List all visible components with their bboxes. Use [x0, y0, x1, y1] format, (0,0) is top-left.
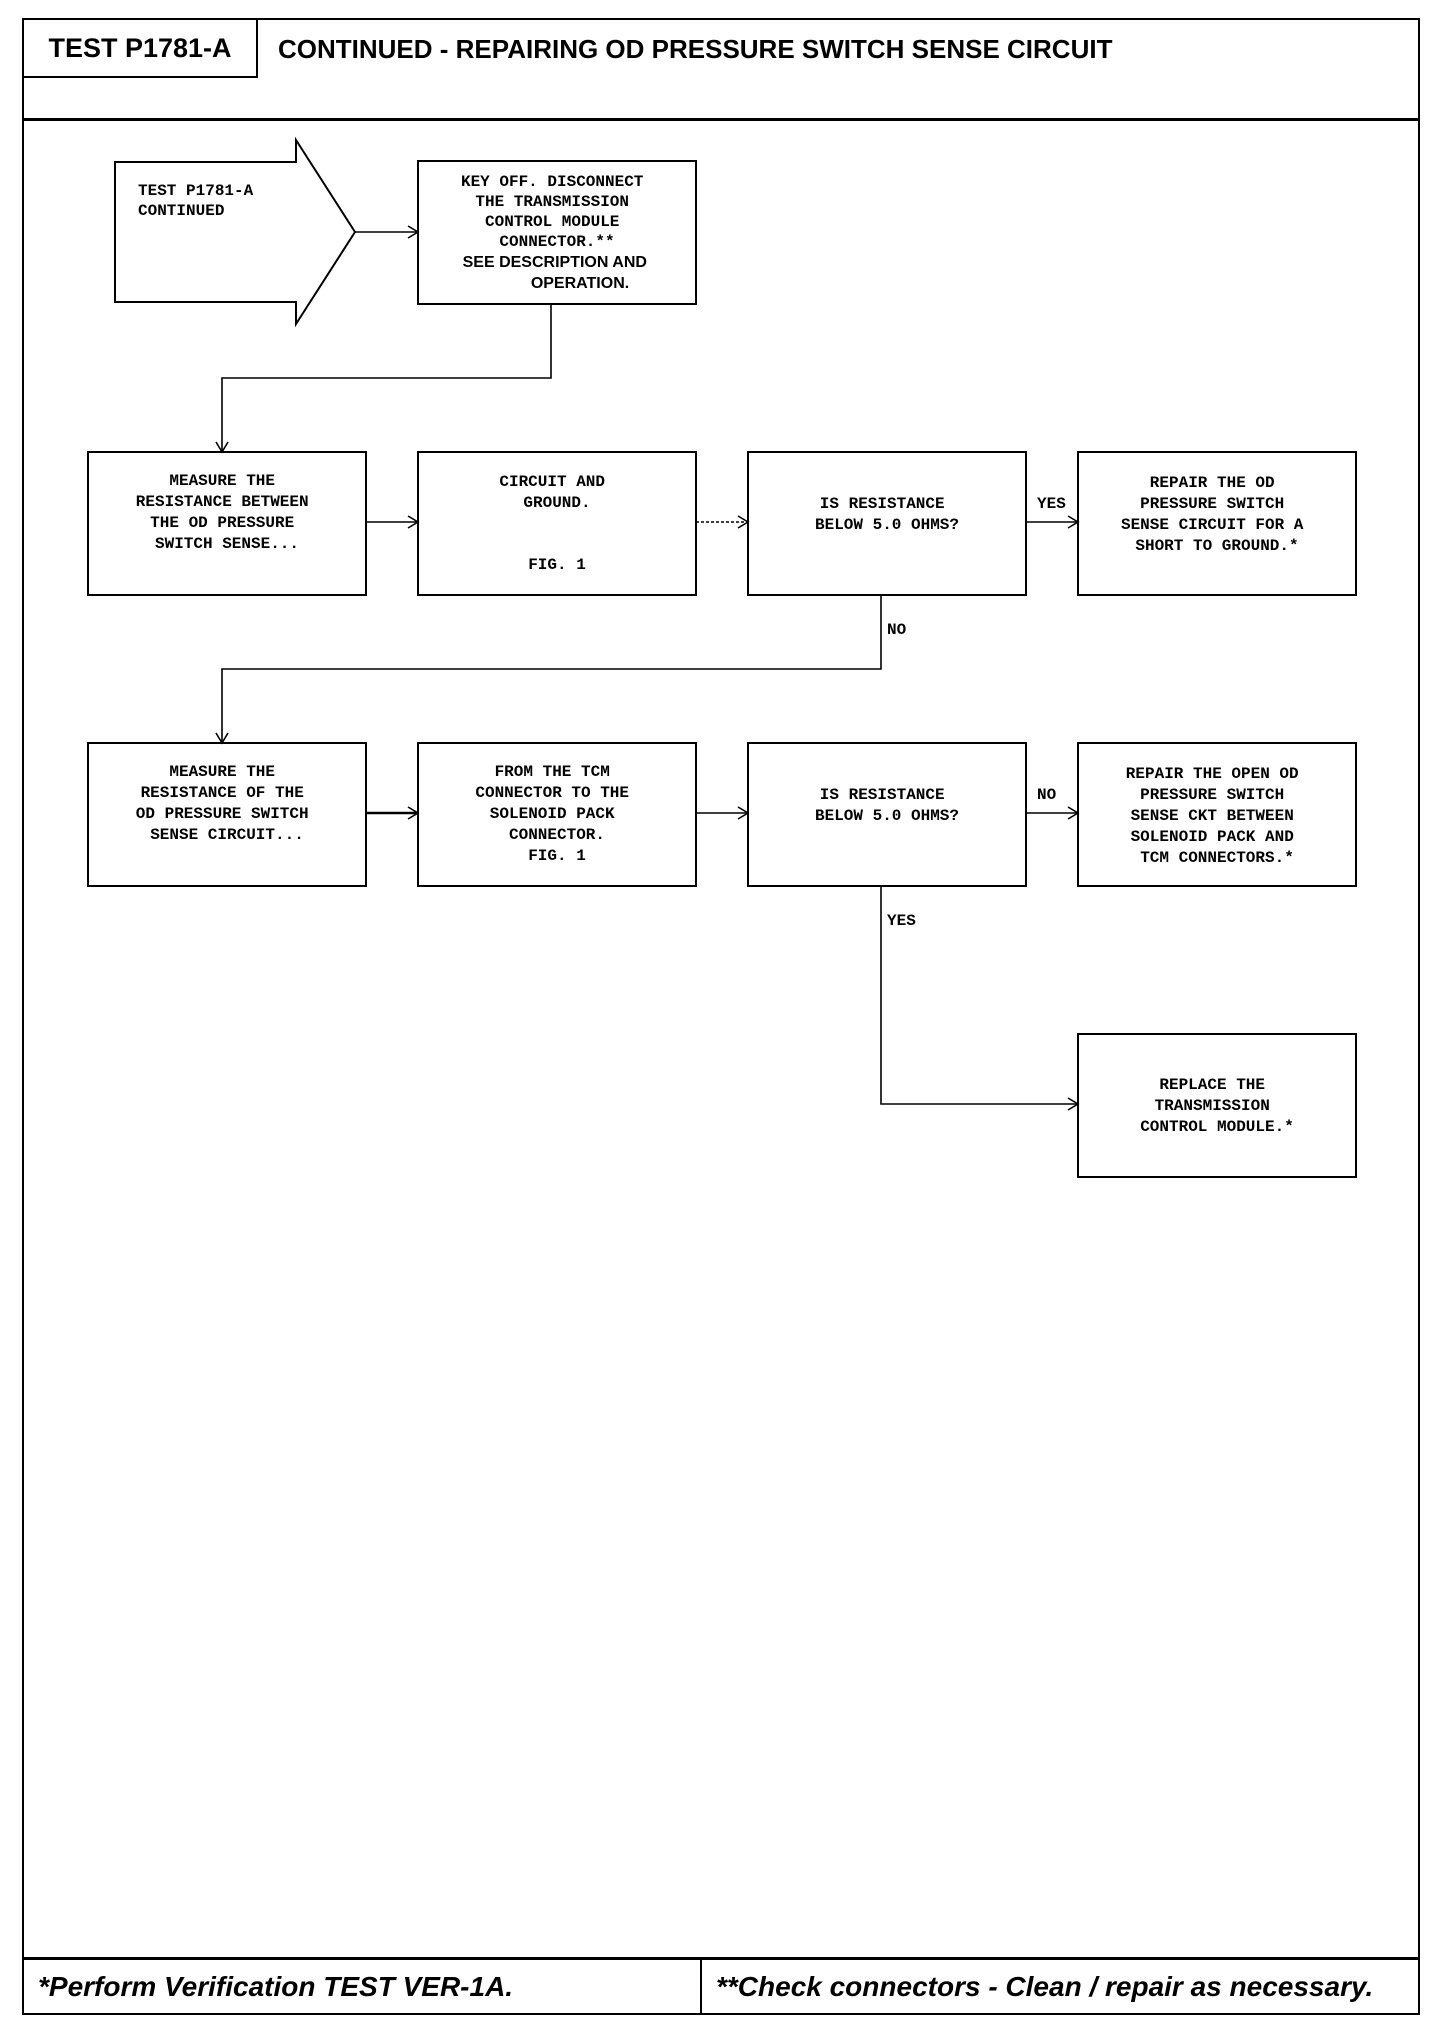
question-2-line-1: IS RESISTANCE: [820, 786, 945, 804]
key-off-ref-line-2: OPERATION.: [531, 275, 629, 292]
arrowhead-tcm: [407, 806, 420, 820]
replace-tcm-line-3: CONTROL MODULE.*: [1140, 1118, 1294, 1136]
replace-tcm-line-1: REPLACE THE: [1159, 1076, 1265, 1094]
question-1-line-1: IS RESISTANCE: [820, 495, 945, 513]
question-1-box: [747, 451, 1027, 596]
arrowhead-replace-tcm: [1067, 1097, 1080, 1111]
repair-open-line-3: SENSE CKT BETWEEN: [1131, 807, 1294, 825]
repair-short-text: REPAIR THE OD PRESSURE SWITCH SENSE CIRC…: [1121, 474, 1313, 555]
footer-note-connectors: **Check connectors - Clean / repair as n…: [716, 1970, 1374, 2002]
key-off-ref-line-1: SEE DESCRIPTION AND: [463, 254, 647, 271]
measure-2-text: MEASURE THE RESISTANCE OF THE OD PRESSUR…: [136, 763, 318, 844]
measure-1-line-2: RESISTANCE BETWEEN: [136, 493, 309, 511]
tcm-solenoid-text: FROM THE TCM CONNECTOR TO THE SOLENOID P…: [475, 763, 638, 844]
page-title: CONTINUED - REPAIRING OD PRESSURE SWITCH…: [278, 33, 1113, 64]
tcm-solenoid-line-3: SOLENOID PACK: [490, 805, 615, 823]
footer: *Perform Verification TEST VER-1A. **Che…: [24, 1957, 1418, 2013]
question-2-line-2: BELOW 5.0 OHMS?: [815, 807, 959, 825]
measure-2-line-4: SENSE CIRCUIT...: [150, 826, 304, 844]
tcm-solenoid-box: [417, 742, 697, 887]
repair-open-line-2: PRESSURE SWITCH: [1140, 786, 1284, 804]
branch-label-no-2: NO: [1037, 786, 1057, 804]
measure-2-line-3: OD PRESSURE SWITCH: [136, 805, 309, 823]
key-off-text: KEY OFF. DISCONNECT THE TRANSMISSION CON…: [461, 173, 653, 251]
key-off-line-1: KEY OFF. DISCONNECT: [461, 173, 644, 191]
repair-open-line-4: SOLENOID PACK AND: [1131, 828, 1294, 846]
repair-short-line-4: SHORT TO GROUND.*: [1135, 537, 1298, 555]
fig-1b-label: FIG. 1: [528, 847, 586, 865]
key-off-reference: SEE DESCRIPTION AND OPERATION.: [463, 254, 652, 292]
circuit-ground-line-2: GROUND.: [523, 494, 590, 512]
repair-short-line-3: SENSE CIRCUIT FOR A: [1121, 516, 1304, 534]
repair-short-box: [1077, 451, 1357, 596]
circuit-ground-text: CIRCUIT AND GROUND.: [499, 473, 614, 512]
header: TEST P1781-A CONTINUED - REPAIRING OD PR…: [24, 20, 1418, 121]
arrowhead-repair-short: [1067, 515, 1080, 529]
connector-keyoff-to-measure1: [221, 304, 552, 452]
start-text: TEST P1781-A CONTINUED: [138, 182, 263, 220]
branch-label-no-1: NO: [887, 621, 907, 639]
test-id-label: TEST P1781-A: [24, 20, 258, 78]
start-line-1: TEST P1781-A: [138, 182, 254, 200]
circuit-ground-line-1: CIRCUIT AND: [499, 473, 605, 491]
question-1-text: IS RESISTANCE BELOW 5.0 OHMS?: [815, 495, 959, 534]
connector-question1-no: [221, 595, 882, 743]
start-line-2: CONTINUED: [138, 202, 224, 220]
question-1-line-2: BELOW 5.0 OHMS?: [815, 516, 959, 534]
measure-2-line-2: RESISTANCE OF THE: [141, 784, 304, 802]
key-off-line-2: THE TRANSMISSION: [475, 193, 629, 211]
arrowhead-measure2: [215, 732, 229, 745]
connector-question2-yes: [880, 886, 1078, 1105]
arrowhead-repair-open: [1067, 806, 1080, 820]
key-off-line-3: CONTROL MODULE: [485, 213, 619, 231]
arrowhead-measure1: [215, 441, 229, 454]
diagram-sheet: TEST P1781-A CONTINUED - REPAIRING OD PR…: [22, 18, 1420, 2015]
footer-note-verification: *Perform Verification TEST VER-1A.: [38, 1970, 514, 2002]
repair-open-line-1: REPAIR THE OPEN OD: [1126, 765, 1299, 783]
tcm-solenoid-line-1: FROM THE TCM: [495, 763, 610, 781]
measure-1-line-3: THE OD PRESSURE: [150, 514, 294, 532]
circuit-ground-box: [417, 451, 697, 596]
footer-divider: [700, 1960, 702, 2013]
branch-label-yes-1: YES: [1037, 495, 1066, 513]
repair-short-line-1: REPAIR THE OD: [1150, 474, 1275, 492]
question-2-text: IS RESISTANCE BELOW 5.0 OHMS?: [815, 786, 959, 825]
arrowhead-keyoff: [407, 225, 420, 239]
start-arrow-shape: [114, 136, 357, 328]
measure-1-text: MEASURE THE RESISTANCE BETWEEN THE OD PR…: [136, 472, 318, 553]
arrowhead-question2: [737, 806, 750, 820]
replace-tcm-box: [1077, 1033, 1357, 1178]
measure-1-line-1: MEASURE THE: [169, 472, 275, 490]
measure-2-box: [87, 742, 367, 887]
question-2-box: [747, 742, 1027, 887]
key-off-line-4: CONNECTOR.**: [499, 233, 614, 251]
arrowhead-question1: [737, 515, 750, 529]
repair-open-text: REPAIR THE OPEN OD PRESSURE SWITCH SENSE…: [1126, 765, 1308, 867]
repair-open-line-5: TCM CONNECTORS.*: [1140, 849, 1294, 867]
measure-1-box: [87, 451, 367, 596]
tcm-solenoid-line-4: CONNECTOR.: [509, 826, 605, 844]
measure-1-line-4: SWITCH SENSE...: [155, 535, 299, 553]
repair-open-box: [1077, 742, 1357, 887]
measure-2-line-1: MEASURE THE: [169, 763, 275, 781]
branch-label-yes-2: YES: [887, 912, 916, 930]
fig-1a-label: FIG. 1: [528, 556, 586, 574]
repair-short-line-2: PRESSURE SWITCH: [1140, 495, 1284, 513]
arrowhead-circuit: [407, 515, 420, 529]
tcm-solenoid-line-2: CONNECTOR TO THE: [475, 784, 629, 802]
replace-tcm-text: REPLACE THE TRANSMISSION CONTROL MODULE.…: [1140, 1076, 1294, 1136]
replace-tcm-line-2: TRANSMISSION: [1155, 1097, 1270, 1115]
